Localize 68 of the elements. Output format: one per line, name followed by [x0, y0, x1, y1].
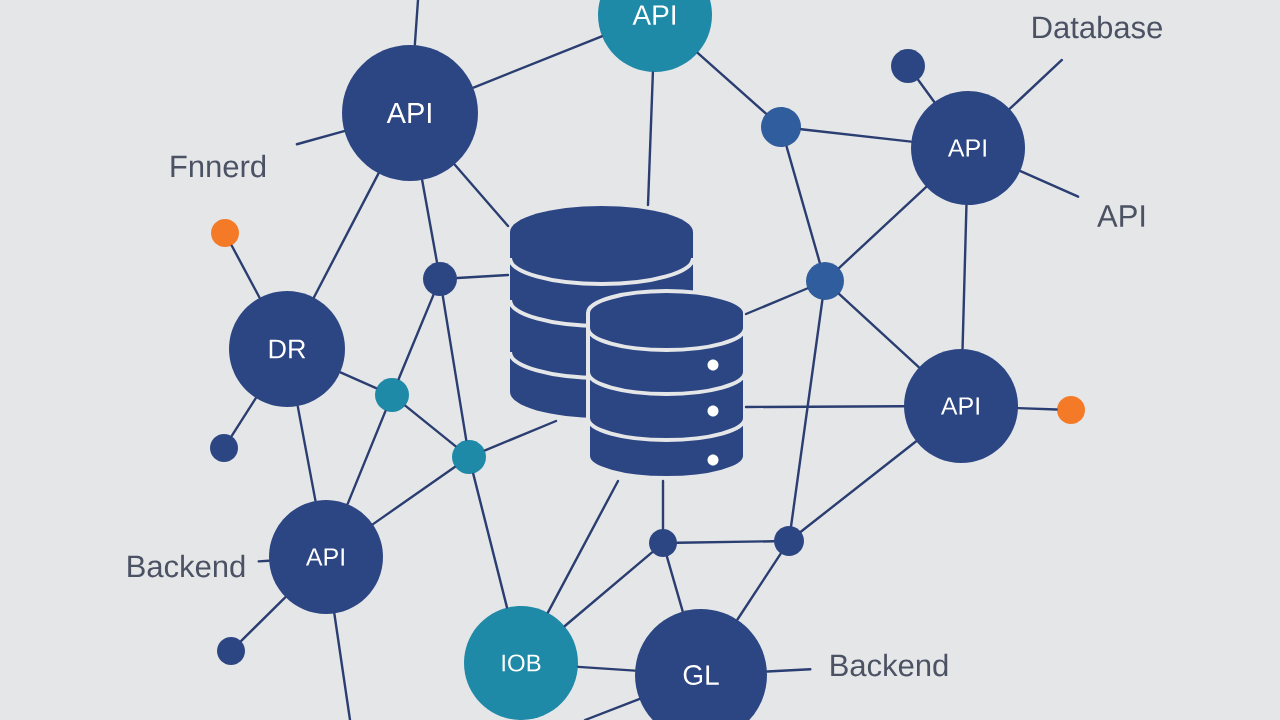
connector-line — [785, 145, 821, 264]
connector-line — [676, 540, 775, 544]
leader-line — [1019, 170, 1080, 198]
connector-line — [917, 78, 936, 103]
connector-line — [456, 273, 510, 280]
connector-line — [472, 35, 603, 89]
circle-node: API — [342, 45, 478, 181]
connector-line — [339, 371, 378, 390]
connector-line — [661, 479, 665, 530]
leader-line — [1008, 58, 1064, 110]
connector-line — [838, 292, 920, 369]
connector-line — [789, 299, 824, 527]
connector-line — [583, 697, 641, 720]
circle-node: IOB — [464, 606, 578, 720]
connector-line — [346, 409, 387, 506]
connector-line — [240, 596, 287, 643]
leader-line — [766, 668, 812, 673]
text-label: Backend — [128, 554, 245, 578]
connector-line — [312, 172, 380, 299]
text-label: Fnnerd — [171, 154, 266, 178]
connector-line — [453, 163, 510, 228]
node-dot — [761, 107, 801, 147]
circle-node: DR — [229, 291, 345, 407]
node-dot — [210, 434, 238, 462]
connector-line — [333, 612, 352, 720]
connector-line — [397, 293, 435, 381]
connector-line — [483, 419, 558, 452]
connector-line — [646, 71, 655, 207]
connector-line — [961, 204, 968, 350]
connector-line — [420, 179, 439, 264]
node-dot — [423, 262, 457, 296]
connector-line — [838, 185, 928, 269]
text-label: API — [1097, 205, 1145, 227]
node-dot — [211, 219, 239, 247]
node-dot — [452, 440, 486, 474]
node-dot — [649, 529, 677, 557]
connector-line — [665, 555, 684, 613]
connector-line — [736, 552, 782, 621]
node-dot — [806, 262, 844, 300]
connector-line — [563, 551, 654, 628]
connector-line — [230, 244, 261, 299]
connector-line — [696, 51, 767, 115]
node-dot — [217, 637, 245, 665]
circle-node: API — [904, 349, 1018, 463]
leader-line — [295, 130, 346, 146]
text-label: Backend — [831, 653, 948, 677]
node-dot — [375, 378, 409, 412]
circle-node: API — [269, 500, 383, 614]
connector-line — [371, 465, 456, 526]
connector-line — [800, 128, 913, 143]
node-dot — [774, 526, 804, 556]
connector-line — [744, 405, 905, 409]
connector-line — [413, 0, 420, 46]
connector-line — [296, 405, 317, 502]
connector-line — [230, 397, 257, 438]
node-dot — [1057, 396, 1085, 424]
connector-line — [577, 665, 636, 672]
connector-line — [546, 479, 620, 614]
circle-node: API — [911, 91, 1025, 205]
connector-line — [441, 295, 468, 442]
text-label: Database — [1033, 15, 1162, 39]
leader-line — [257, 559, 270, 563]
connector-line — [744, 287, 809, 316]
connector-line — [1017, 406, 1058, 411]
connector-line — [799, 440, 918, 533]
connector-line — [472, 472, 509, 609]
node-dot — [891, 49, 925, 83]
connector-line — [404, 404, 457, 448]
